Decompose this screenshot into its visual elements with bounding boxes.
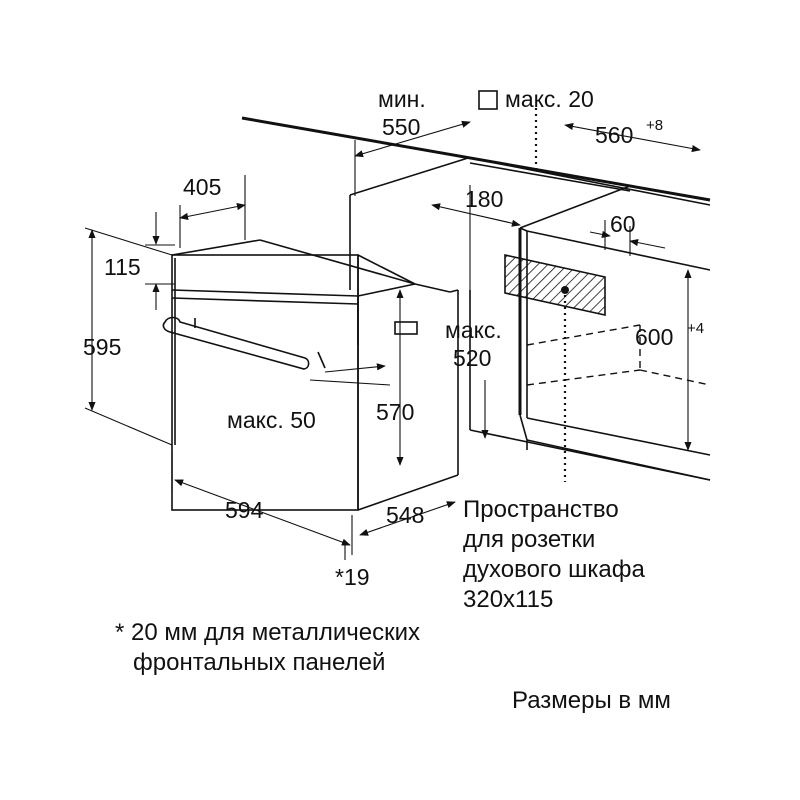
- label-600: 600: [635, 324, 673, 350]
- label-595: 595: [83, 334, 121, 360]
- label-570: 570: [376, 399, 414, 425]
- label-max: макс.: [445, 317, 502, 343]
- dimension-lines: [84, 120, 701, 560]
- footnote-line1: * 20 мм для металлических: [115, 619, 420, 646]
- label-594: 594: [225, 497, 264, 523]
- label-405: 405: [183, 174, 221, 200]
- label-min: мин.: [378, 86, 426, 112]
- socket-note: Пространство для розетки духового шкафа …: [463, 496, 646, 613]
- cabinet-niche: [241, 116, 711, 481]
- socket-note-line3: духового шкафа: [463, 556, 646, 583]
- label-548: 548: [386, 502, 424, 528]
- socket-note-line1: Пространство: [463, 496, 619, 523]
- footnote: * 20 мм для металлических фронтальных па…: [115, 619, 420, 676]
- label-520: 520: [453, 345, 491, 371]
- label-600-tolerance: +4: [687, 320, 704, 337]
- label-115: 115: [104, 254, 141, 280]
- label-max50: макс. 50: [227, 407, 316, 433]
- square-symbol-icon: [478, 90, 498, 110]
- label-max20: макс. 20: [505, 86, 594, 112]
- units-note: Размеры в мм: [512, 687, 671, 714]
- label-60: 60: [610, 211, 636, 237]
- label-180: 180: [465, 186, 503, 212]
- label-19: *19: [335, 564, 370, 590]
- oven: [162, 239, 459, 511]
- label-560: 560: [595, 122, 633, 148]
- footnote-line2: фронтальных панелей: [133, 649, 385, 676]
- socket-point: [561, 286, 569, 294]
- label-560-tolerance: +8: [646, 117, 663, 134]
- socket-note-line2: для розетки: [463, 526, 595, 553]
- label-550: 550: [382, 114, 420, 140]
- socket-space: [504, 254, 606, 316]
- socket-note-line4: 320x115: [463, 586, 553, 613]
